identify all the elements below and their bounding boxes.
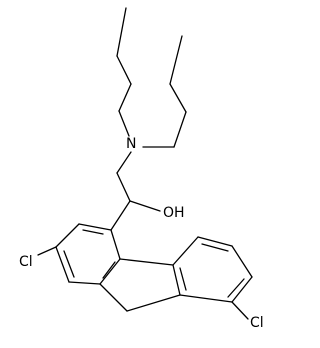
bond-ring-left-b xyxy=(55,223,80,248)
bond-butyl-right-2 xyxy=(173,111,187,148)
bond-ring-left-double-2 xyxy=(63,250,75,278)
bond-c-oh xyxy=(129,200,161,212)
bond-ring-right-e xyxy=(179,294,233,303)
nitrogen-label: N xyxy=(126,136,136,152)
chlorine-right-label: Cl xyxy=(250,315,264,331)
bond-ring-right-double-3 xyxy=(179,267,187,291)
bonds xyxy=(37,7,253,320)
bond-butyl-right-4 xyxy=(169,35,183,85)
bond-ring-left-e xyxy=(99,258,121,285)
bond-ring-left-double-3 xyxy=(102,261,116,279)
bond-ch2-choh xyxy=(116,172,131,202)
bond-bridge-left xyxy=(99,283,128,312)
bond-ring-left-d xyxy=(68,281,101,285)
molecule-diagram: N OH Cl Cl xyxy=(19,7,264,331)
bond-butyl-left-3 xyxy=(116,55,132,85)
bond-ring-right-f xyxy=(172,264,181,296)
bond-ring-cl-right xyxy=(231,301,249,320)
bond-n-butyl-left-1 xyxy=(118,110,130,137)
atom-labels: N OH Cl Cl xyxy=(19,136,264,331)
hydroxyl-label: OH xyxy=(163,205,185,221)
bond-butyl-right-3 xyxy=(169,83,187,113)
bond-bridge-right xyxy=(126,294,181,312)
bond-ring-right-double-2 xyxy=(227,278,245,298)
bond-choh-ring xyxy=(110,200,131,231)
bond-biaryl xyxy=(119,258,174,266)
bond-butyl-left-4 xyxy=(116,7,127,57)
bond-n-ch2 xyxy=(116,151,132,174)
bond-ring-right-a xyxy=(172,236,199,266)
bond-ring-left-double-1 xyxy=(82,229,104,235)
bond-ring-right-b xyxy=(197,236,233,247)
chlorine-left-label: Cl xyxy=(19,254,33,270)
bond-ring-left-f xyxy=(110,229,121,260)
bond-butyl-left-2 xyxy=(118,83,132,112)
bond-ring-right-d xyxy=(231,276,253,303)
bond-ring-right-c xyxy=(231,245,253,278)
bond-ring-cl-left xyxy=(37,246,57,256)
bond-ring-left-c xyxy=(55,246,70,283)
bond-ring-left-a xyxy=(78,223,112,231)
bond-ring-right-double-1 xyxy=(201,243,229,252)
